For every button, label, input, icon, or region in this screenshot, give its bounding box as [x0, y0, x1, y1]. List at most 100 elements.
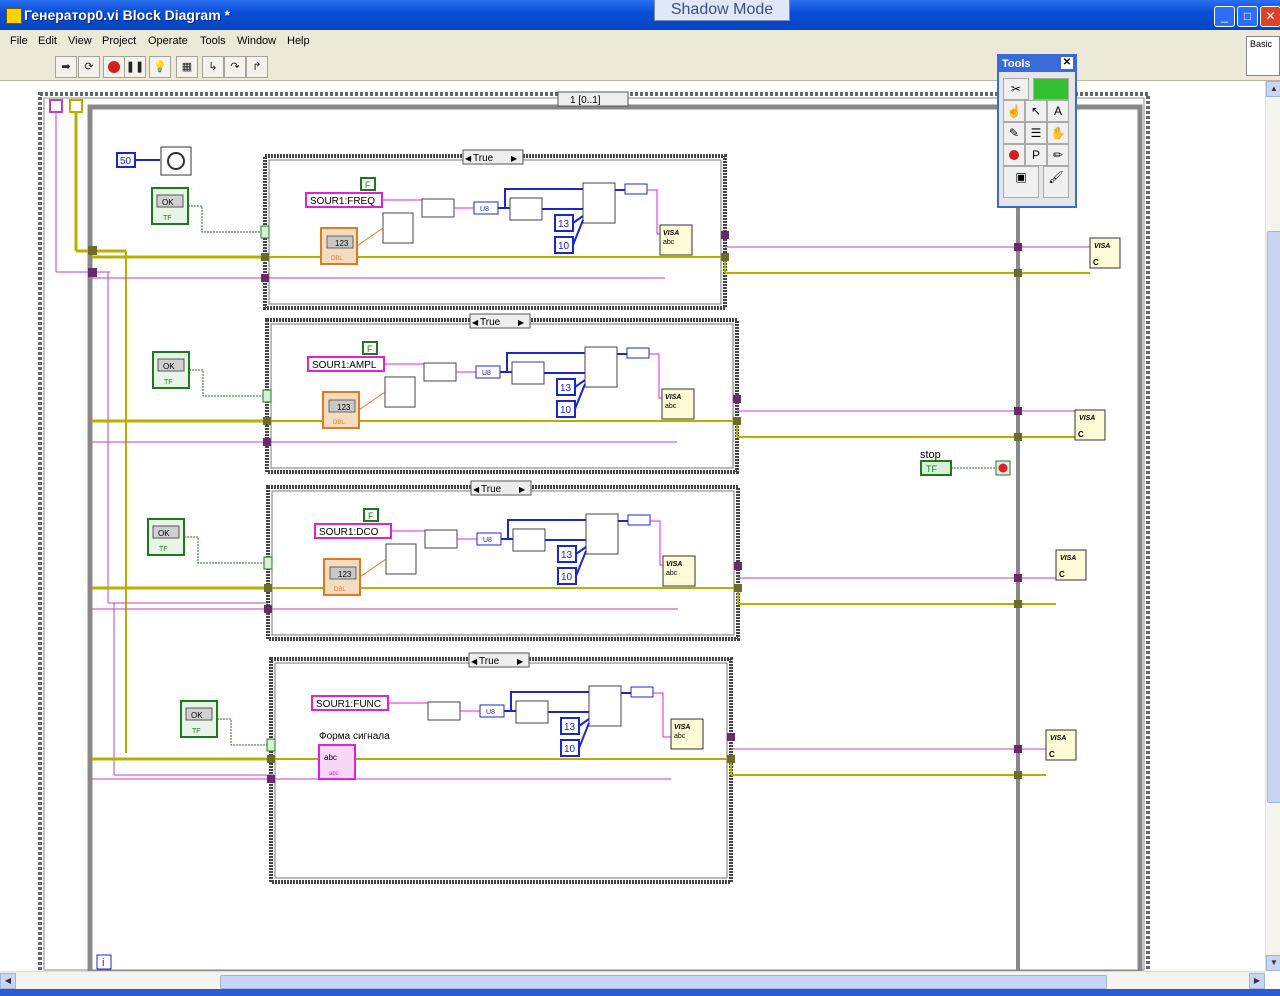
- tools-palette-header: Tools ✕: [999, 56, 1075, 72]
- pause-icon[interactable]: ❚❚: [124, 56, 146, 78]
- visa-close-letter: C: [1093, 258, 1099, 267]
- const-13-text: 13: [564, 722, 576, 733]
- u8-label: U8: [483, 537, 492, 544]
- retain-wire-values-icon[interactable]: ▦: [176, 56, 198, 78]
- operate-tool-icon[interactable]: ☝: [1003, 100, 1025, 122]
- u8-label: U8: [482, 370, 491, 377]
- menu-help[interactable]: Help: [287, 35, 310, 47]
- visa-close-label: VISA: [1050, 735, 1066, 742]
- u8-label: U8: [480, 206, 489, 213]
- basic-mode-box[interactable]: Basic: [1246, 36, 1280, 76]
- visa-close-letter: C: [1049, 750, 1055, 759]
- case-tunnel-visa-out: [727, 733, 735, 741]
- close-button[interactable]: ✕: [1260, 6, 1280, 27]
- auto-select-indicator-icon[interactable]: [1033, 78, 1069, 100]
- probe-tool-icon[interactable]: P: [1025, 144, 1047, 166]
- ok-button-face: [156, 194, 184, 208]
- visa-write-sub: abc: [666, 570, 678, 577]
- breakpoint-tool-icon[interactable]: [1003, 144, 1025, 166]
- sequence-selector-box[interactable]: [557, 91, 629, 107]
- bool-false-constant[interactable]: [363, 508, 379, 522]
- menu-window[interactable]: Window: [237, 35, 277, 47]
- bool-false-constant[interactable]: [360, 177, 376, 191]
- enum-control[interactable]: [318, 744, 356, 780]
- shortcut-menu-tool-icon[interactable]: ☰: [1025, 122, 1047, 144]
- window-title: Генератор0.vi Block Diagram *: [24, 7, 230, 23]
- color-tool-icon[interactable]: ▣: [1003, 166, 1039, 198]
- vertical-scroll-thumb[interactable]: [1267, 231, 1280, 803]
- case-selector-box[interactable]: [469, 313, 531, 329]
- crc-subvi-node: [582, 182, 616, 224]
- highlight-execution-icon[interactable]: 💡: [149, 56, 171, 78]
- auto-tool-icon[interactable]: ✂: [1003, 78, 1029, 100]
- case-selector-right-icon[interactable]: ▶: [511, 154, 518, 163]
- case-selector-box[interactable]: [470, 480, 532, 496]
- wait-ms-icon: [160, 146, 192, 176]
- step-out-icon[interactable]: ↱: [246, 56, 268, 78]
- run-arrow-icon[interactable]: ➡: [55, 56, 77, 78]
- menu-project[interactable]: Project: [102, 35, 137, 47]
- case-selector-left-icon[interactable]: ◀: [473, 485, 480, 494]
- enum-control-type: abc: [324, 753, 337, 762]
- menu-operate[interactable]: Operate: [148, 35, 188, 47]
- step-into-icon[interactable]: ↳: [202, 56, 224, 78]
- case-selector-left-icon[interactable]: ◀: [472, 318, 479, 327]
- maximize-button[interactable]: □: [1237, 6, 1258, 27]
- timing-constant-text: 50: [120, 156, 132, 167]
- case-tunnel-visa-out: [733, 395, 741, 403]
- case-tunnel-visa-out: [734, 562, 742, 570]
- wiring-tool-icon[interactable]: ✎: [1003, 122, 1025, 144]
- taskbar: [0, 989, 1280, 996]
- ok-button-face: [157, 358, 185, 372]
- menu-file[interactable]: File: [10, 35, 28, 47]
- tools-close-icon[interactable]: ✕: [1061, 57, 1073, 69]
- case-selector-terminal: [263, 556, 273, 570]
- case-tunnel-visa-out: [721, 231, 729, 239]
- crc-subvi-node: [584, 346, 618, 388]
- enum-control-sub: abc: [329, 771, 339, 777]
- minimize-button[interactable]: _: [1214, 6, 1235, 27]
- label-tool-icon[interactable]: A: [1047, 100, 1069, 122]
- vertical-scrollbar[interactable]: ▲ ▼: [1265, 81, 1280, 971]
- crc-subvi-node: [585, 513, 619, 555]
- case-tunnel-error-out: [733, 417, 741, 425]
- case-selector-right-icon[interactable]: ▶: [517, 657, 524, 666]
- color-copy-tool-icon[interactable]: ✏: [1047, 144, 1069, 166]
- horizontal-scroll-thumb[interactable]: [220, 975, 1107, 989]
- while-loop-frame: [38, 92, 1150, 971]
- case-selector-box[interactable]: [462, 149, 524, 165]
- brush-tool-icon[interactable]: 🖌: [1043, 166, 1069, 198]
- scroll-down-icon[interactable]: ▼: [1266, 955, 1280, 971]
- block-diagram-canvas[interactable]: 1 [0..1] 50 stop TF i True◀▶: [0, 81, 1265, 971]
- case-selector-right-icon[interactable]: ▶: [518, 318, 525, 327]
- ok-tf-label: TF: [164, 379, 173, 386]
- case-selector-left-icon[interactable]: ◀: [471, 657, 478, 666]
- case-tunnel-error-out: [734, 584, 742, 592]
- scroll-left-icon[interactable]: ◀: [0, 973, 16, 989]
- tools-palette: Tools ✕ ✂ ☝ ↖ A ✎ ☰ ✋ P ✏ ▣ 🖌: [997, 54, 1077, 208]
- numeric-control-type: 123: [335, 239, 349, 248]
- numeric-control-face: [329, 566, 357, 580]
- case-selector-right-icon[interactable]: ▶: [519, 485, 526, 494]
- byte-array-to-string-node: [626, 347, 650, 359]
- scroll-right-icon[interactable]: ▶: [1249, 973, 1265, 989]
- visa-write-sub: abc: [663, 239, 675, 246]
- ok-tf-label: TF: [159, 546, 168, 553]
- bool-false-constant[interactable]: [362, 341, 378, 355]
- menu-tools[interactable]: Tools: [200, 35, 226, 47]
- horizontal-scrollbar[interactable]: ◀ ▶: [0, 971, 1265, 990]
- case-selector-left-icon[interactable]: ◀: [465, 154, 472, 163]
- sequence-tunnel-visa: [1014, 243, 1022, 251]
- concatenate-strings-node: [427, 701, 461, 721]
- menu-edit[interactable]: Edit: [38, 35, 57, 47]
- scroll-up-icon[interactable]: ▲: [1266, 81, 1280, 97]
- abort-icon[interactable]: [103, 56, 125, 78]
- run-continuous-icon[interactable]: ⟳: [78, 56, 100, 78]
- menu-view[interactable]: View: [68, 35, 92, 47]
- case-selector-box[interactable]: [468, 652, 530, 668]
- step-over-icon[interactable]: ↷: [224, 56, 246, 78]
- scroll-tool-icon[interactable]: ✋: [1047, 122, 1069, 144]
- visa-close-node: [1045, 729, 1077, 761]
- position-tool-icon[interactable]: ↖: [1025, 100, 1047, 122]
- visa-close-node: [1089, 237, 1121, 269]
